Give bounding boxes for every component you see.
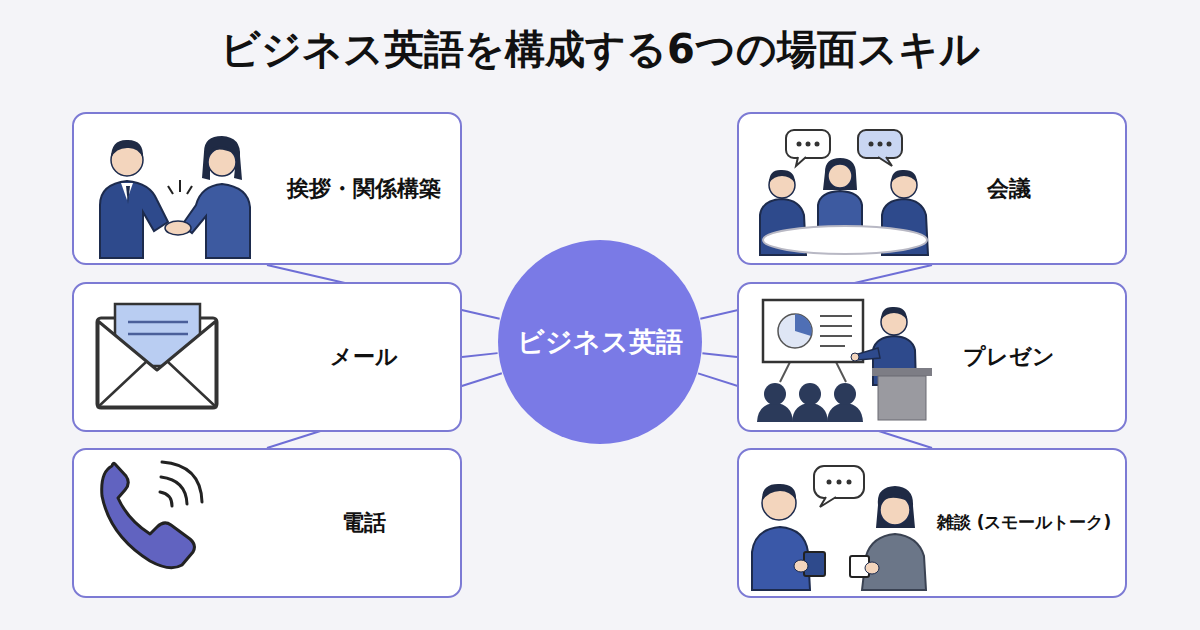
connector-line — [702, 353, 737, 357]
hub-circle: ビジネス英語 — [497, 239, 703, 445]
scene-box: 会議 — [737, 112, 1127, 265]
scene-label: 挨拶・関係構築 — [287, 175, 441, 203]
hub-label: ビジネス英語 — [517, 325, 683, 359]
scene-label: プレゼン — [963, 343, 1055, 371]
diagram-title: ビジネス英語を構成する6つの場面スキル — [0, 22, 1200, 77]
scene-box: 電話 — [72, 448, 462, 598]
scene-box: メール — [72, 282, 462, 432]
text-area: メール — [259, 284, 469, 430]
scene-box: プレゼン — [737, 282, 1127, 432]
text-area: 会議 — [904, 114, 1114, 263]
scene-box: 雑談 (スモールトーク) — [737, 448, 1127, 598]
scene-box: 挨拶・関係構築 — [72, 112, 462, 265]
text-area: プレゼン — [904, 284, 1114, 430]
text-area: 挨拶・関係構築 — [259, 114, 469, 263]
scene-label: 電話 — [342, 509, 386, 537]
scene-label: 会議 — [987, 175, 1031, 203]
scene-label: 雑談 (スモールトーク) — [937, 512, 1111, 533]
text-area: 雑談 (スモールトーク) — [919, 450, 1129, 596]
hub-circle-fill — [498, 240, 702, 444]
text-area: 電話 — [259, 450, 469, 596]
connector-line — [462, 353, 498, 357]
text-area: ビジネス英語 — [497, 239, 703, 445]
scene-label: メール — [330, 343, 398, 371]
